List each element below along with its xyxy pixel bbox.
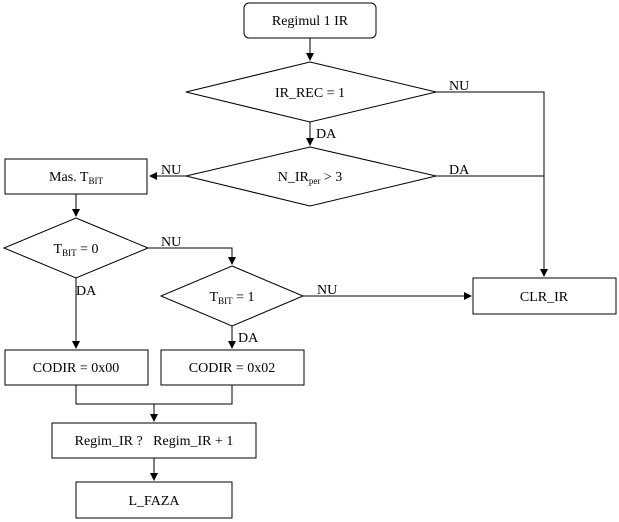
edge-label-n-ir-yes: DA — [449, 163, 470, 178]
start-label: Regimul 1 IR — [272, 14, 349, 29]
edge-ir-rec-no — [436, 91, 548, 277]
n-ir-label: N_IRper > 3 — [278, 170, 343, 186]
l-faza-label: L_FAZA — [128, 494, 180, 509]
edge-tbit0-no — [148, 247, 236, 265]
edge-label-tbit0-yes: DA — [76, 284, 97, 299]
tbit0-decision: TBIT = 0 — [2, 217, 150, 279]
regim-inc-process: Regim_IR ? Regim_IR + 1 — [51, 422, 257, 459]
start-node: Regimul 1 IR — [243, 2, 377, 39]
l-faza-process: L_FAZA — [75, 481, 233, 519]
edge-label-ir-rec-yes: DA — [316, 127, 337, 142]
edge-codir-merge — [75, 385, 233, 405]
codir00-label: CODIR = 0x00 — [33, 361, 119, 376]
clr-ir-label: CLR_IR — [520, 290, 569, 305]
codir02-process: CODIR = 0x02 — [160, 349, 305, 386]
edge-label-tbit0-no: NU — [161, 235, 181, 250]
ir-rec-label: IR_REC = 1 — [275, 86, 345, 101]
regim-inc-label: Regim_IR ? Regim_IR + 1 — [75, 434, 234, 449]
edge-label-tbit1-no: NU — [317, 283, 337, 298]
tbit0-label: TBIT = 0 — [54, 242, 99, 258]
edge-label-n-ir-no: NU — [161, 163, 181, 178]
codir00-process: CODIR = 0x00 — [4, 349, 149, 386]
clr-ir-process: CLR_IR — [472, 277, 617, 315]
codir02-label: CODIR = 0x02 — [189, 361, 275, 376]
edge-label-tbit1-yes: DA — [238, 331, 259, 346]
n-ir-decision: N_IRper > 3 — [185, 146, 437, 207]
tbit1-label: TBIT = 1 — [210, 290, 255, 306]
mas-tbit-label: Mas. TBIT — [49, 170, 103, 186]
mas-tbit-process: Mas. TBIT — [4, 158, 148, 195]
edge-label-ir-rec-no: NU — [449, 79, 469, 94]
tbit1-decision: TBIT = 1 — [159, 265, 305, 327]
ir-rec-decision: IR_REC = 1 — [185, 61, 437, 123]
